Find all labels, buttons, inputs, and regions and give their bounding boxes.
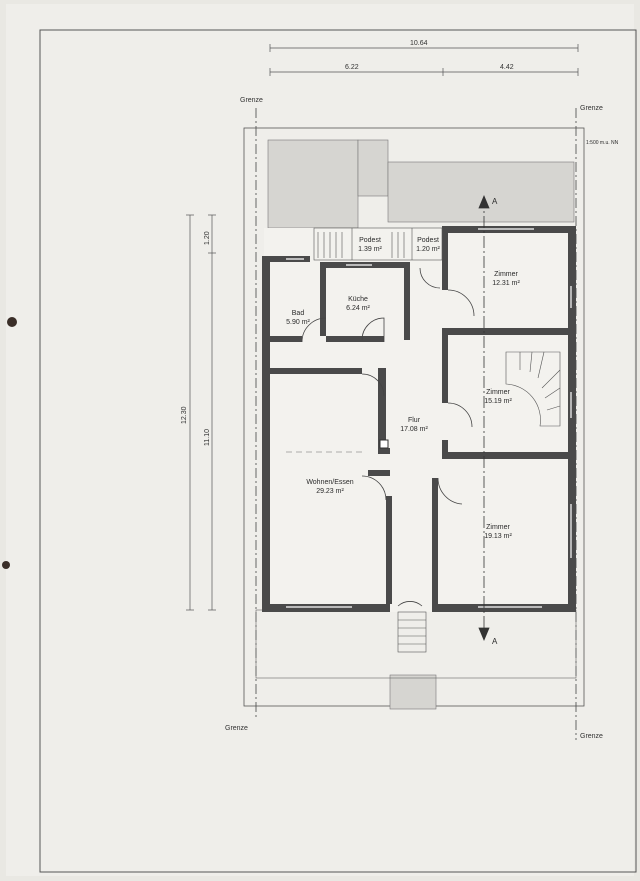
room-zimmer-1-area: 12.31 m²: [492, 280, 520, 287]
section-line-a: [478, 194, 490, 642]
house-floor: [264, 228, 576, 612]
top-dimensions: [269, 44, 579, 76]
grenze-label-top-right: Grenze: [580, 105, 603, 112]
scale-note: 1:500 m.u. NN: [586, 140, 619, 146]
binder-hole-bottom: [2, 561, 10, 569]
room-bad-area: 5.90 m²: [286, 319, 310, 326]
grenze-label-bottom-right: Grenze: [580, 733, 603, 740]
room-flur-area: 17.08 m²: [400, 426, 428, 433]
room-zimmer-3-name: Zimmer: [486, 524, 510, 531]
dim-depth-front: 1.20: [204, 231, 211, 245]
room-bad-name: Bad: [292, 310, 305, 317]
grenze-label-bottom-left: Grenze: [225, 725, 248, 732]
room-podest-right-area: 1.20 m²: [416, 246, 440, 253]
room-wohnen-name: Wohnen/Essen: [306, 479, 353, 486]
room-podest-left-area: 1.39 m²: [358, 246, 382, 253]
spiral-stair: [505, 351, 561, 427]
room-podest-right-name: Podest: [417, 237, 439, 244]
room-wohnen-area: 29.23 m²: [316, 488, 344, 495]
left-dimensions: [186, 214, 216, 611]
dim-depth-main: 11.10: [204, 429, 211, 446]
grenze-label-top-left: Grenze: [240, 97, 263, 104]
drawing-frame: [39, 29, 637, 873]
room-zimmer-3-area: 19.13 m²: [484, 533, 512, 540]
room-kueche-area: 6.24 m²: [346, 305, 370, 312]
room-zimmer-1-name: Zimmer: [494, 271, 518, 278]
windows: [286, 228, 572, 608]
room-zimmer-2-area: 15.19 m²: [484, 398, 512, 405]
room-kueche-name: Küche: [348, 296, 368, 303]
door-swings: [301, 267, 475, 607]
room-labels: Podest 1.39 m² Podest 1.20 m² Bad 5.90 m…: [286, 237, 520, 540]
section-marker-bottom: A: [492, 637, 498, 646]
room-flur-name: Flur: [408, 417, 421, 424]
paved-areas: [267, 139, 575, 710]
dim-overall-width: 10.64: [410, 40, 428, 47]
dim-depth-total: 12.30: [181, 406, 188, 424]
room-zimmer-2-name: Zimmer: [486, 389, 510, 396]
column-marker: [379, 439, 389, 449]
dim-width-right: 4.42: [500, 64, 514, 71]
binder-hole-top: [7, 317, 17, 327]
dim-width-left: 6.22: [345, 64, 359, 71]
room-podest-left-name: Podest: [359, 237, 381, 244]
stairs-top: [313, 227, 443, 261]
section-marker-top: A: [492, 197, 498, 206]
entry-stairs: [397, 611, 427, 653]
